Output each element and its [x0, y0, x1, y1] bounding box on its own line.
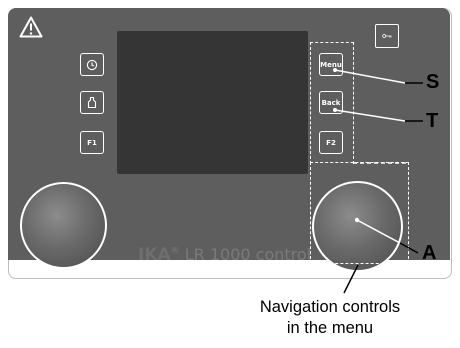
- f1-button-label: F1: [87, 138, 97, 147]
- timer-button[interactable]: [80, 53, 104, 76]
- menu-button-label: Menu: [320, 60, 342, 69]
- registered-mark: ®: [170, 246, 180, 257]
- f2-button-label: F2: [326, 138, 336, 147]
- lock-key-button[interactable]: [375, 24, 399, 48]
- caption-line-1: Navigation controls: [259, 298, 401, 316]
- caption: Navigation controls in the menu: [220, 297, 440, 339]
- warning-icon: [19, 16, 43, 38]
- navigation-highlight-upper: [310, 42, 354, 164]
- model-name: LR 1000 control: [184, 245, 312, 264]
- caption-line-2: in the menu: [286, 319, 374, 337]
- display-screen: [117, 31, 308, 174]
- device-brand-model: IKA® LR 1000 control: [138, 245, 311, 265]
- brand-name: IKA: [138, 245, 171, 265]
- callout-a: A: [422, 242, 437, 264]
- callout-s: S: [426, 71, 440, 93]
- left-control-knob[interactable]: [20, 182, 107, 269]
- flask-icon: [87, 96, 97, 109]
- key-icon: [382, 34, 392, 38]
- callout-t: T: [426, 110, 439, 132]
- f2-button[interactable]: F2: [319, 131, 343, 154]
- sensor-button[interactable]: [80, 91, 104, 114]
- f1-button[interactable]: F1: [80, 131, 104, 154]
- navigation-highlight-lower: [310, 162, 409, 264]
- back-button[interactable]: Back: [319, 91, 343, 114]
- back-button-label: Back: [321, 98, 341, 107]
- navigation-knob[interactable]: [312, 181, 403, 272]
- clock-icon: [86, 59, 98, 70]
